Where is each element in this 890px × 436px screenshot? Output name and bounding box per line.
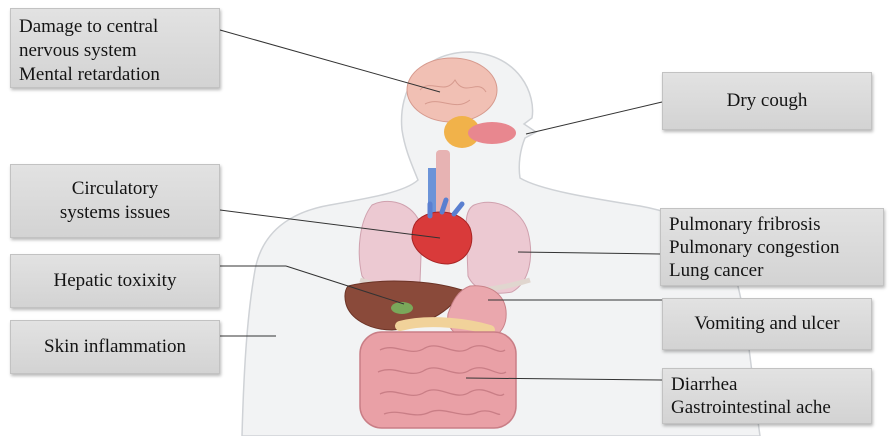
heart-effect-line-2: systems issues <box>60 201 170 225</box>
left-lung-shape <box>359 201 422 289</box>
skin-effect-label: Skin inflammation <box>10 320 220 374</box>
leader-line-mouth <box>526 102 662 134</box>
liver-effect-line-1: Hepatic toxixity <box>54 269 177 293</box>
lungs-effect-label: Pulmonary fribrosis Pulmonary congestion… <box>660 208 884 286</box>
brain-effect-label: Damage to central nervous system Mental … <box>10 8 220 88</box>
mouth-effect-line-1: Dry cough <box>727 89 808 113</box>
stomach-effect-line-1: Vomiting and ulcer <box>694 312 839 336</box>
lungs-effect-line-3: Lung cancer <box>669 259 875 282</box>
intestine-effect-label: Diarrhea Gastrointestinal ache <box>662 368 872 424</box>
skin-effect-line-1: Skin inflammation <box>44 335 186 359</box>
brain-effect-line-1: Damage to central <box>19 15 211 39</box>
mouth-effect-label: Dry cough <box>662 72 872 130</box>
leader-line-brain <box>220 30 440 92</box>
liver-effect-label: Hepatic toxixity <box>10 254 220 308</box>
lungs-effect-line-2: Pulmonary congestion <box>669 236 875 259</box>
intestine-effect-line-1: Diarrhea <box>671 373 863 396</box>
intestine-effect-line-2: Gastrointestinal ache <box>671 396 863 419</box>
mouth-shape <box>468 122 516 144</box>
brain-effect-line-3: Mental retardation <box>19 63 211 87</box>
brain-effect-line-2: nervous system <box>19 39 211 63</box>
heart-effect-label: Circulatory systems issues <box>10 164 220 238</box>
heart-effect-line-1: Circulatory <box>72 177 159 201</box>
stomach-effect-label: Vomiting and ulcer <box>662 298 872 350</box>
lungs-effect-line-1: Pulmonary fribrosis <box>669 213 875 236</box>
